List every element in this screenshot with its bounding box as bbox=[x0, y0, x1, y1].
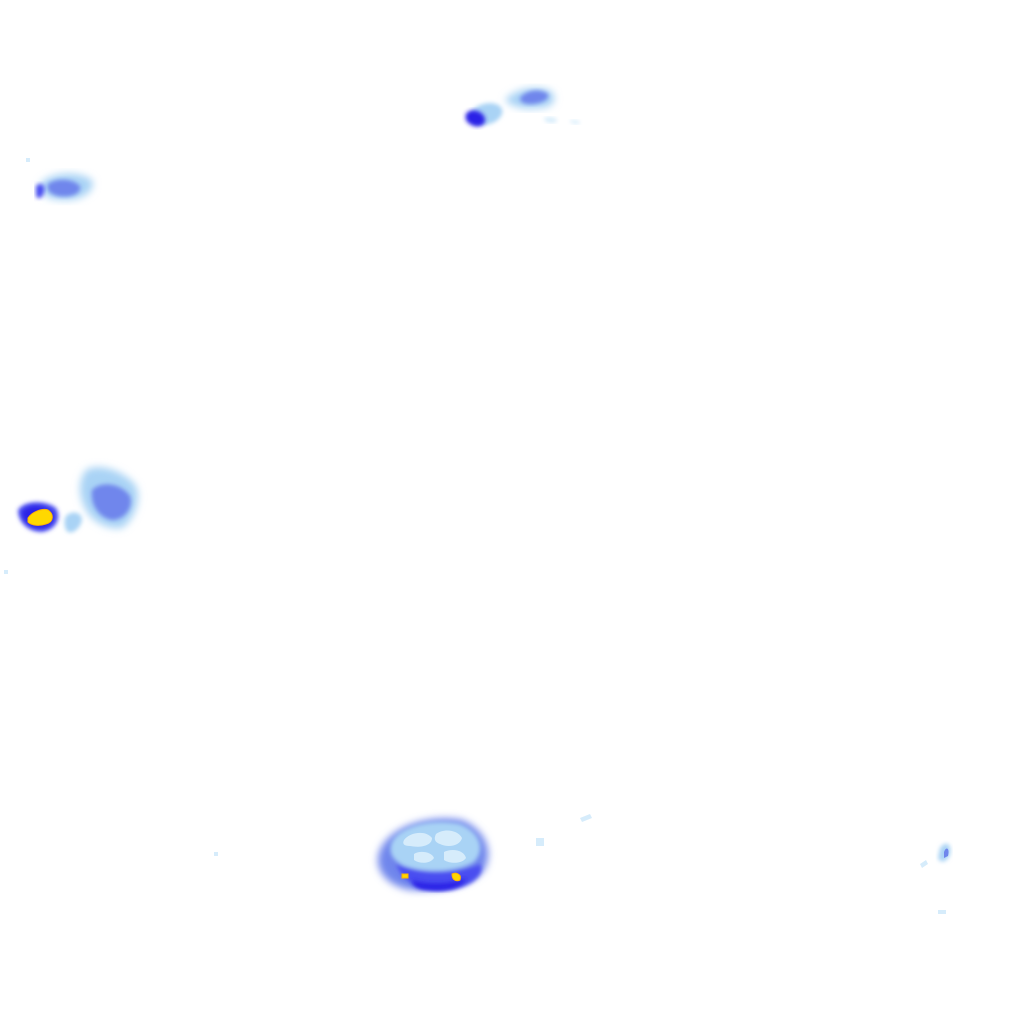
echo-medium bbox=[47, 179, 81, 197]
echo-west-cluster bbox=[4, 467, 139, 574]
echo-southeast-specks bbox=[920, 843, 951, 914]
echo-very-light bbox=[938, 910, 946, 914]
echo-very-light bbox=[214, 852, 218, 856]
echo-very-heavy bbox=[465, 110, 486, 127]
echo-intense bbox=[27, 509, 53, 526]
echo-very-light bbox=[26, 158, 30, 162]
echo-medium bbox=[944, 848, 949, 858]
echo-very-light bbox=[444, 850, 466, 863]
echo-very-light bbox=[920, 860, 928, 868]
echo-light bbox=[64, 512, 82, 533]
echo-very-light bbox=[536, 838, 544, 846]
echo-medium bbox=[91, 484, 131, 520]
echo-heavy bbox=[36, 184, 45, 199]
echo-very-light bbox=[434, 830, 462, 846]
echo-intense bbox=[401, 873, 409, 879]
echo-very-heavy bbox=[412, 878, 466, 891]
echo-very-light bbox=[403, 832, 432, 847]
echo-very-light bbox=[544, 117, 557, 123]
echo-intense bbox=[451, 872, 461, 882]
echo-north-center-cluster bbox=[465, 87, 581, 127]
echo-very-light bbox=[414, 851, 434, 863]
echo-very-light bbox=[4, 570, 8, 574]
echo-very-light bbox=[570, 120, 581, 124]
echo-south-center-storm bbox=[214, 814, 592, 891]
echo-very-light bbox=[580, 814, 592, 822]
echo-medium bbox=[520, 90, 549, 104]
echo-northwest-cluster bbox=[26, 158, 93, 200]
